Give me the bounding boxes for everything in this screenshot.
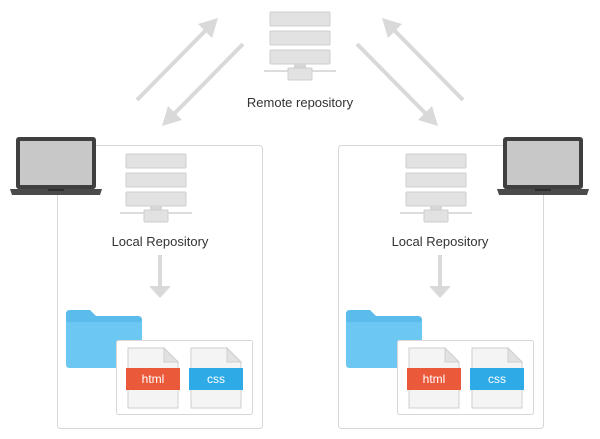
workspace-box — [57, 145, 263, 429]
remote-server-icon — [263, 11, 337, 81]
local-server-icon — [119, 153, 193, 223]
html-badge-label: html — [423, 372, 446, 386]
push-arrow-left — [135, 18, 218, 102]
local-repository-label: Local Repository — [112, 234, 209, 249]
checkout-arrow-icon — [149, 255, 171, 298]
css-badge — [470, 368, 524, 390]
pull-arrow-left — [162, 42, 245, 126]
push-arrow-right — [382, 18, 465, 102]
html-badge — [126, 368, 180, 390]
local-server-icon — [399, 153, 473, 223]
html-badge-label: html — [142, 372, 165, 386]
laptop-icon — [497, 137, 589, 195]
local-workspace-right: Local Repository html css — [338, 137, 589, 429]
checkout-arrow-icon — [429, 255, 451, 298]
css-badge — [189, 368, 243, 390]
remote-repository-label: Remote repository — [247, 95, 354, 110]
laptop-icon — [10, 137, 102, 195]
pull-arrow-right — [355, 42, 438, 126]
css-badge-label: css — [488, 372, 506, 386]
workspace-box — [338, 145, 544, 429]
html-badge — [407, 368, 461, 390]
css-badge-label: css — [207, 372, 225, 386]
local-workspace-left: Local Repository html css — [10, 137, 263, 429]
local-repository-label: Local Repository — [392, 234, 489, 249]
